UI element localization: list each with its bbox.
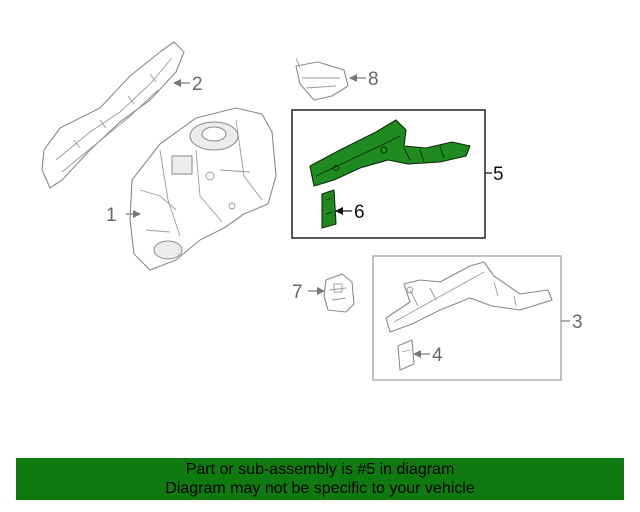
banner-line-1: Part or sub-assembly is #5 in diagram (185, 461, 455, 478)
callout-7[interactable]: 7 (292, 282, 303, 303)
callout-1[interactable]: 1 (106, 205, 117, 226)
part-6-plate[interactable] (321, 189, 337, 229)
group-box-3-4 (372, 255, 562, 381)
callout-4[interactable]: 4 (432, 345, 443, 366)
highlight-group-box (291, 109, 486, 239)
part-7-bracket[interactable] (323, 273, 355, 313)
callout-5[interactable]: 5 (493, 164, 504, 185)
part-3-side-member-assembly[interactable] (385, 261, 553, 333)
part-info-banner: Part or sub-assembly is #5 in diagram Di… (16, 458, 624, 500)
part-4-plate[interactable] (397, 339, 415, 371)
part-8-bracket[interactable] (295, 57, 349, 101)
callout-3[interactable]: 3 (572, 312, 583, 333)
part-2-apron-reinforcement[interactable] (41, 41, 185, 189)
callout-8[interactable]: 8 (368, 69, 379, 90)
part-5-side-member[interactable] (309, 119, 471, 187)
callout-2[interactable]: 2 (192, 74, 203, 95)
banner-line-2: Diagram may not be specific to your vehi… (165, 480, 475, 497)
callout-6[interactable]: 6 (354, 202, 365, 223)
parts-diagram: 1 2 3 4 5 6 7 8 (41, 41, 583, 381)
part-1-wheelhouse[interactable] (129, 107, 277, 271)
